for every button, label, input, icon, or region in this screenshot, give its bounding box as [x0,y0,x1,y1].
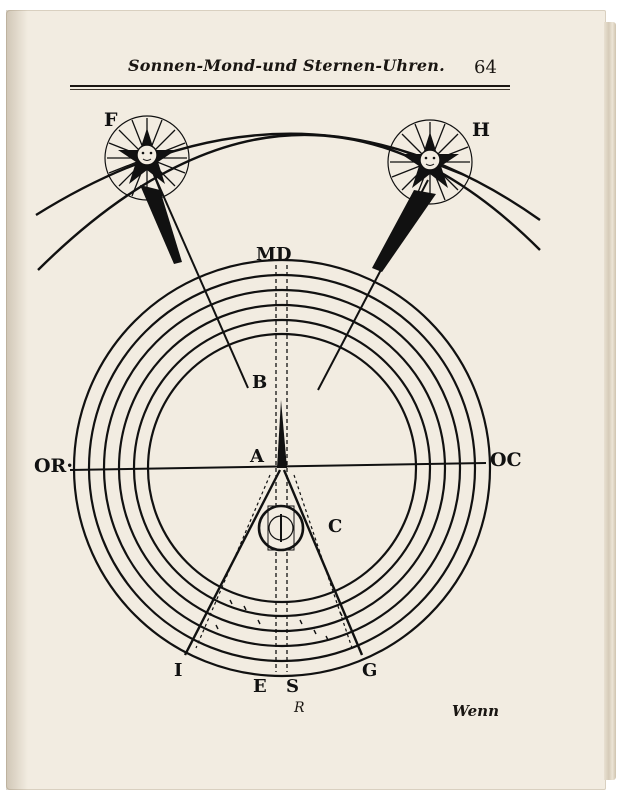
dial-ring-4 [117,303,447,633]
label-B: B [252,372,267,393]
label-E: E [253,676,267,697]
dial-ring-1 [72,258,492,678]
catchword: Wenn [452,702,499,720]
leg-to-G-dashed [293,474,353,649]
label-G: G [362,660,377,681]
page-number: 64 [474,57,497,78]
label-C: C [328,516,342,537]
running-head-title: Sonnen-Mond-und Sternen-Uhren. [128,56,445,75]
signature-mark: R [294,700,305,716]
label-H: H [472,119,490,141]
label-F: F [104,109,118,131]
page-edge-stack [604,22,616,780]
leg-to-I [183,469,282,656]
label-A: A [249,446,265,467]
ray-from-F [151,169,249,389]
lower-hatch-marks [215,599,343,641]
header-rule [70,85,510,87]
sky-arc-outer [37,133,541,271]
dial-ring-3 [102,288,462,648]
header-rule-thin [70,89,510,90]
star-with-face-icon [372,119,473,272]
dial-rings [72,258,492,678]
small-ring-frame [267,505,295,551]
label-OC: OC [490,449,522,471]
label-S: S [286,676,299,697]
label-MD: MD [256,244,292,265]
sun-with-face-icon [104,115,190,264]
label-OR: OR· [34,455,73,477]
label-I: I [174,660,182,681]
dial-ring-2 [87,273,477,663]
spine-shadow [6,10,28,790]
leg-to-I-dashed [195,474,271,649]
gnomon-spike [277,400,287,468]
